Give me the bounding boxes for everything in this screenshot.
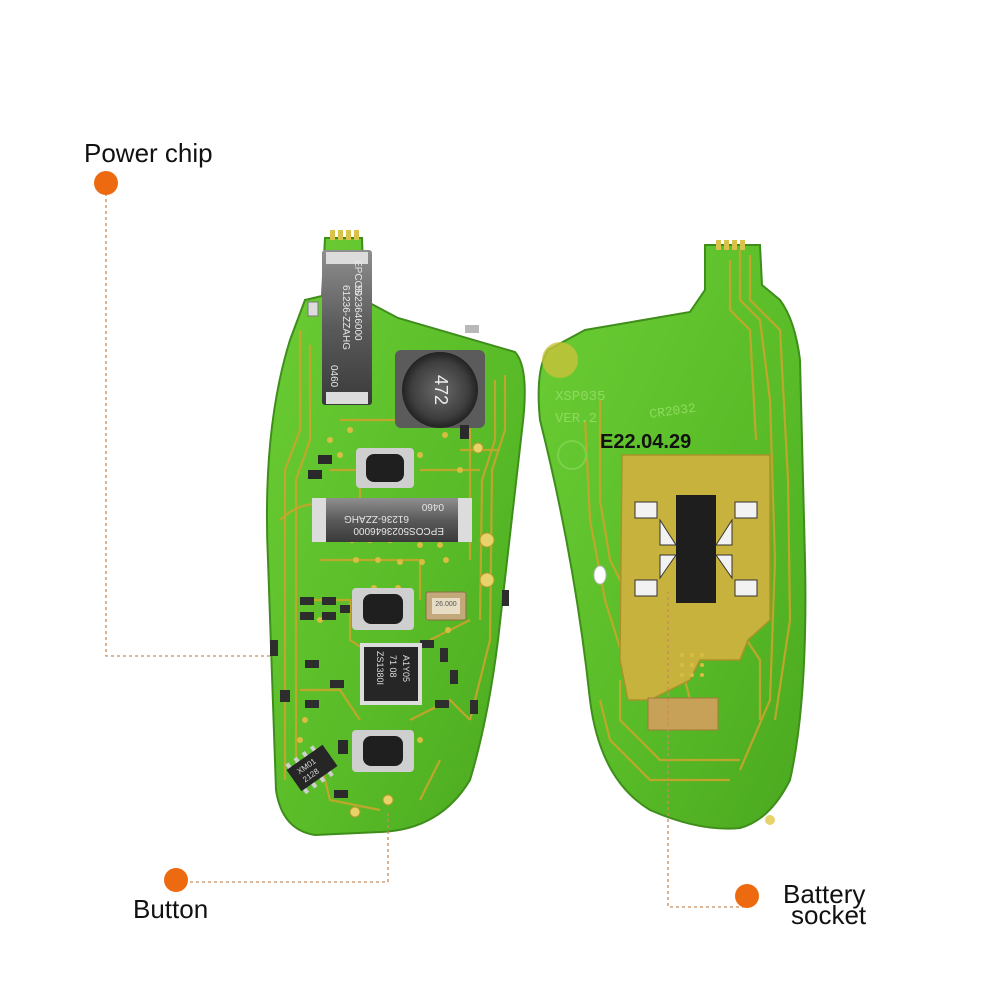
pcb-version-text: VER.2 [555, 411, 597, 427]
coil-lot-text: 61236-ZZAHG [340, 285, 351, 350]
smd-capacitor [307, 301, 319, 317]
coil2-code-text: 0460 [421, 501, 444, 512]
pcb-front-board: EPCOS 5023646000 61236-ZZAHG 0460 472 [265, 230, 526, 837]
smd-part-13 [330, 680, 344, 688]
battery-socket-label-line1: Battery [783, 879, 866, 909]
smd-part-18 [280, 690, 290, 702]
pcb-back-board: XSP035 VER.2 CR2032 E22.04.29 [537, 240, 807, 830]
coil-brand-text: EPCOS [352, 260, 363, 295]
smd-part-3 [460, 425, 469, 439]
tact-button-middle [352, 588, 414, 630]
smd-part-12 [305, 660, 319, 668]
smd-part-10 [440, 648, 448, 662]
smd-part-6 [300, 612, 314, 620]
button-label: Button [133, 894, 209, 924]
smd-part-11 [450, 670, 458, 684]
callout-line-battery [667, 592, 745, 908]
mcu-line1-text: A1Y05 [401, 655, 411, 682]
copper-pad [647, 697, 719, 731]
brand-logo-icon [557, 440, 587, 470]
callout-dot-battery [735, 884, 759, 908]
coil2-part-text: 5023646000 [353, 525, 409, 536]
smd-part-8 [340, 605, 350, 613]
test-pad [542, 342, 578, 378]
smd-part-19 [502, 590, 509, 606]
coil-part-text: 5023646000 [352, 285, 363, 341]
smd-part-14 [305, 700, 319, 708]
smd-resistor [465, 325, 479, 333]
smd-part-5 [322, 597, 336, 605]
small-ic: XM01 2128 [285, 744, 338, 795]
callout-dot-power-chip [94, 171, 118, 195]
tact-button-top [356, 448, 414, 488]
via-bottom [765, 815, 775, 825]
battery-socket [634, 495, 758, 603]
coil2-lot-text: 61236-ZZAHG [344, 513, 409, 524]
inductor: 472 [395, 350, 485, 428]
mcu-chip: A1Y05 71 08 ZS1380I [360, 643, 422, 705]
smd-part-1 [318, 455, 332, 464]
coil-code-text: 0460 [328, 365, 339, 388]
mount-hole [593, 565, 607, 585]
smd-part-2 [308, 470, 322, 479]
pcb-id-text: XSP035 [555, 389, 605, 405]
battery-socket-label-line2: socket [791, 900, 867, 930]
callout-dot-button [164, 868, 188, 892]
antenna-coil: EPCOS 5023646000 61236-ZZAHG 0460 [312, 498, 472, 542]
smd-part-17 [270, 640, 278, 656]
smd-part-16 [470, 700, 478, 714]
inductor-code-text: 472 [431, 375, 451, 405]
smd-part-20 [338, 740, 348, 754]
smd-part-7 [322, 612, 336, 620]
crystal-code-text: 26.000 [435, 601, 457, 608]
callout-line-button [190, 810, 389, 883]
callout-lines [105, 193, 745, 908]
tact-button-bottom [352, 730, 414, 772]
smd-part-4 [300, 597, 314, 605]
coil2-brand-text: EPCOS [409, 525, 444, 536]
power-chip-coil: EPCOS 5023646000 61236-ZZAHG 0460 [322, 250, 372, 405]
smd-part-9 [420, 640, 434, 648]
battery-type-text: CR2032 [648, 401, 696, 422]
smd-part-15 [435, 700, 449, 708]
crystal-oscillator: 26.000 [425, 591, 467, 621]
power-chip-label: Power chip [84, 138, 213, 168]
date-code-text: E22.04.29 [600, 431, 691, 453]
mcu-line3-text: ZS1380I [375, 651, 385, 685]
smd-part-21 [334, 790, 348, 798]
callout-line-power-chip [105, 193, 272, 657]
mcu-line2-text: 71 08 [388, 655, 398, 678]
